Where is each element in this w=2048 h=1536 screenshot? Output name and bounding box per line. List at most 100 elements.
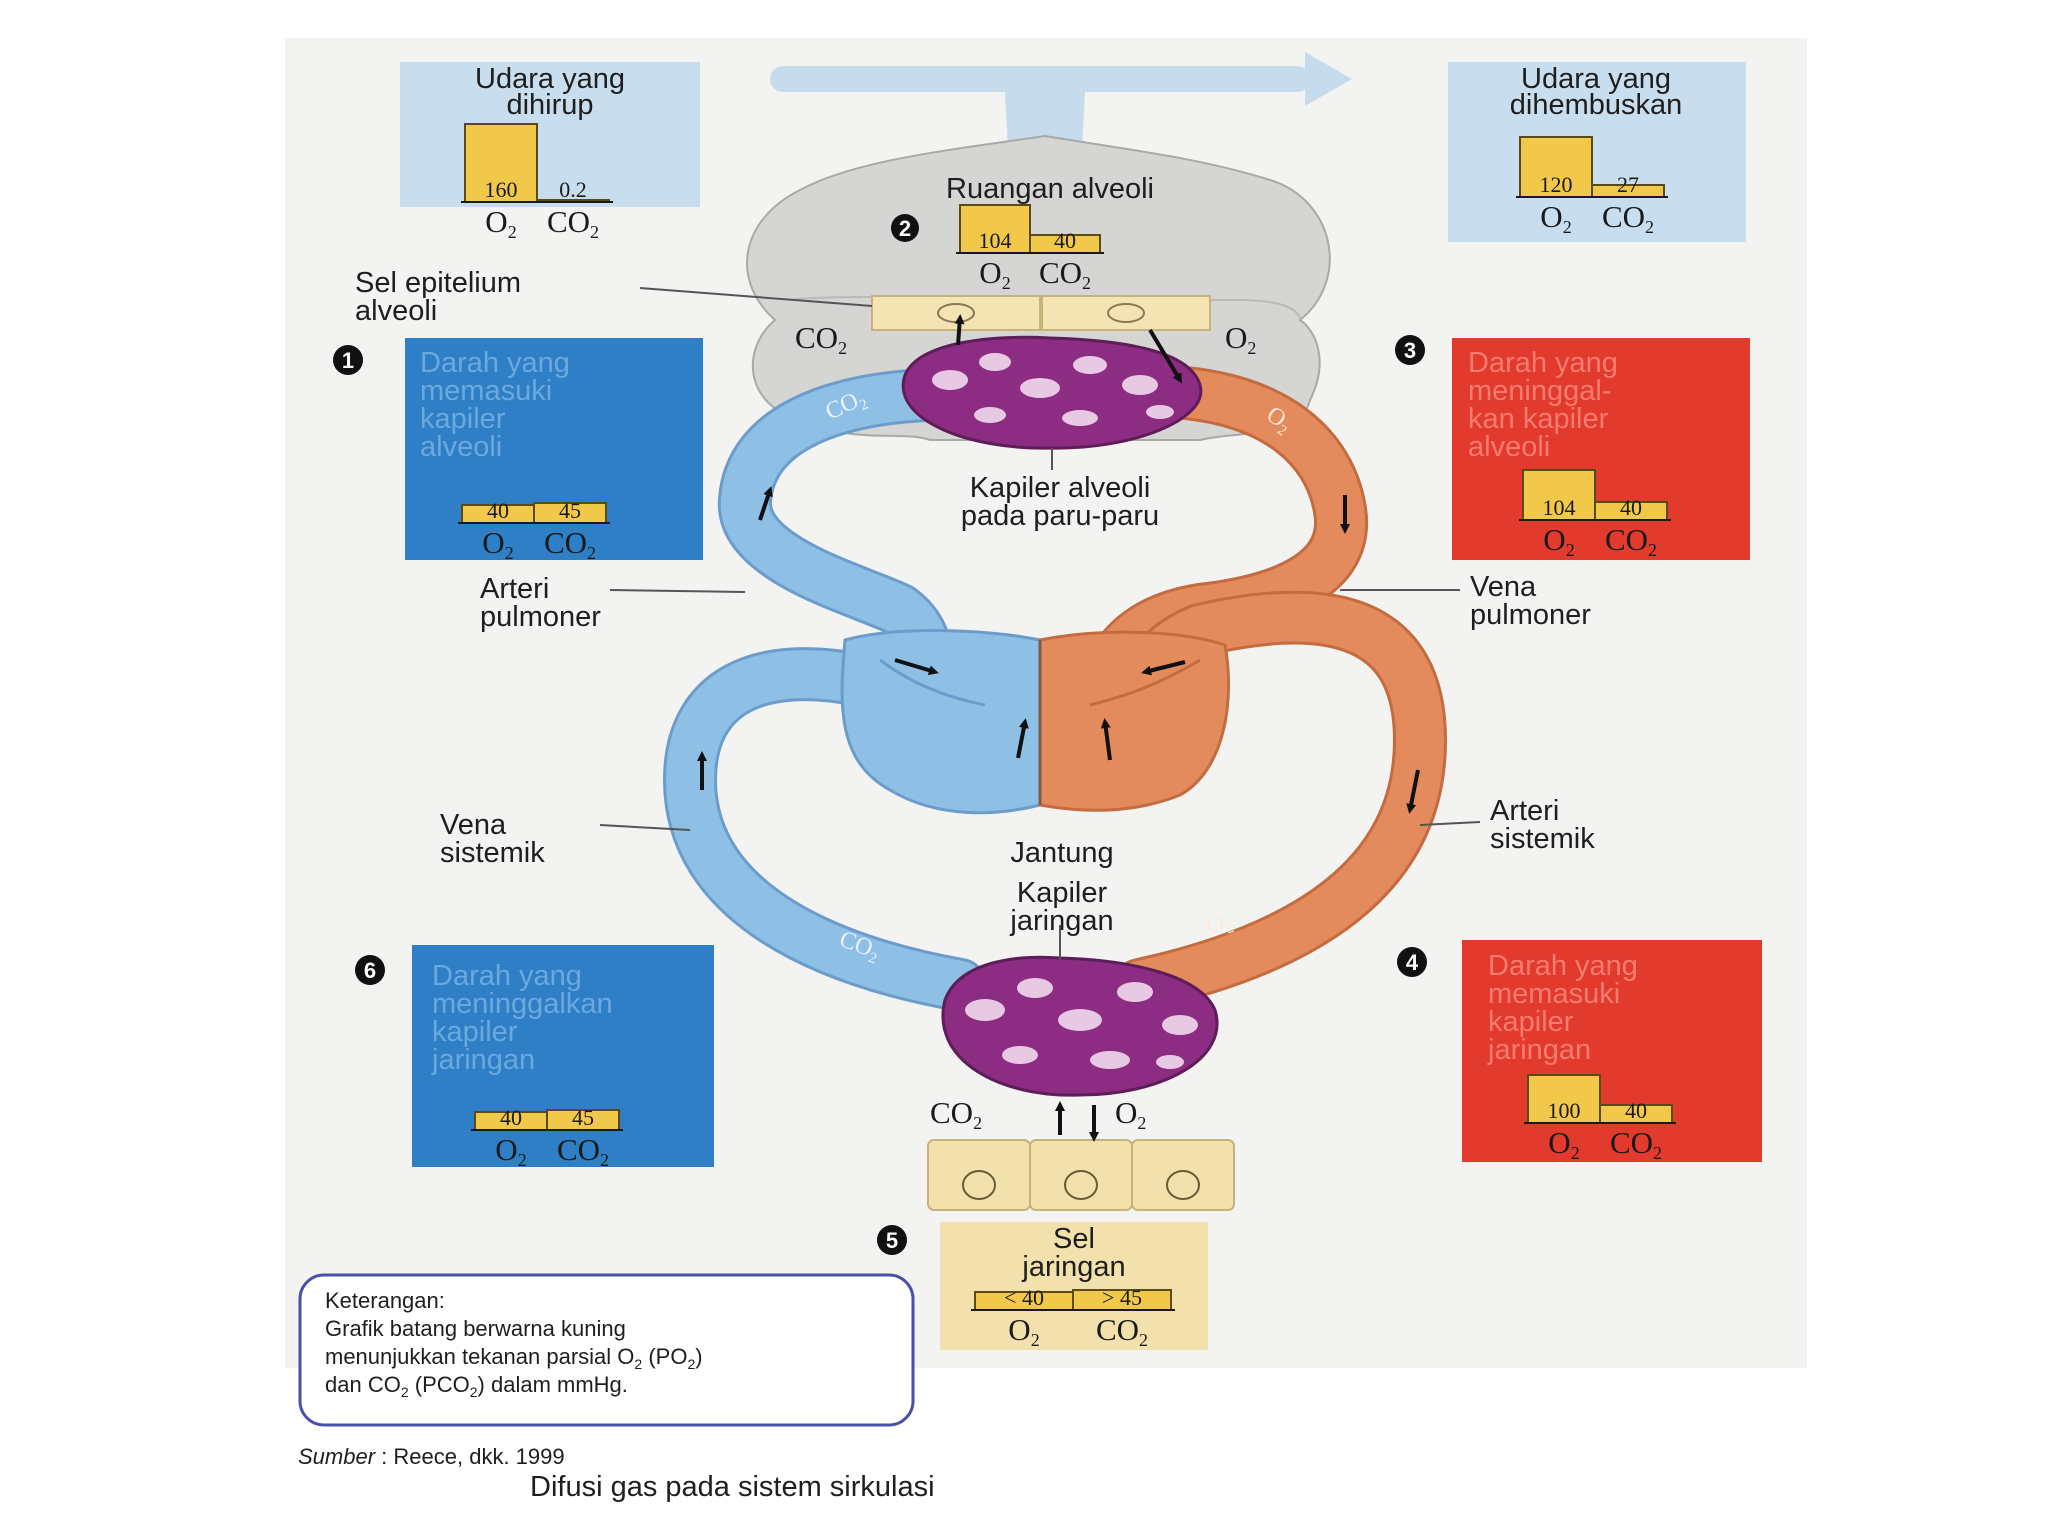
epithelium-label-1: Sel epitelium — [355, 267, 521, 299]
flow-arrows — [697, 314, 1420, 1142]
step-5-number: 5 — [886, 1228, 898, 1253]
step6-line-3: kapiler — [432, 1016, 518, 1048]
inhaled-o2-value: 160 — [485, 177, 518, 202]
step3-line-1: Darah yang — [1468, 347, 1618, 379]
step3-co2-label: CO2 — [1605, 522, 1657, 560]
epithelium-cells — [871, 295, 1211, 331]
structure-labels: Kapiler alveoli pada paru-paru Arteri pu… — [440, 472, 1595, 937]
inhaled-o2-bar — [464, 123, 538, 203]
step-5-badge — [877, 1225, 907, 1255]
step6-line-4: jaringan — [431, 1044, 535, 1076]
heart — [840, 629, 1231, 815]
label-arteri-pulmoner-1: Arteri — [480, 573, 549, 605]
alveolar-space-title: Ruangan alveoli — [946, 173, 1154, 205]
epithelium-label-2: alveoli — [355, 295, 437, 327]
step-1-badge — [333, 345, 363, 375]
step6-co2-label: CO2 — [557, 1132, 609, 1170]
step3-line-4: alveoli — [1468, 431, 1550, 463]
step-5-title-1: Sel — [1053, 1223, 1095, 1255]
step4-line-2: memasuki — [1488, 978, 1620, 1010]
step3-line-2: meninggal- — [1468, 375, 1611, 407]
step1-co2-value: 45 — [559, 498, 581, 523]
step-6-box: 6 Darah yangmeninggalkankapilerjaringan … — [355, 945, 714, 1170]
step6-o2-value: 40 — [500, 1105, 522, 1130]
inhaled-title-1: Udara yang — [475, 63, 625, 95]
exhaled-title-1: Udara yang — [1521, 63, 1671, 95]
step1-line-3: kapiler — [420, 403, 506, 435]
label-kapiler-jaringan-2: jaringan — [1009, 905, 1113, 937]
step3-line-3: kan kapiler — [1468, 403, 1609, 435]
step4-co2-value: 40 — [1625, 1098, 1647, 1123]
exhaled-co2-label: CO2 — [1602, 199, 1654, 237]
caption: Difusi gas pada sistem sirkulasi — [530, 1471, 935, 1503]
airflow-arrow — [770, 52, 1352, 150]
step5-co2-value: > 45 — [1102, 1285, 1142, 1310]
exhaled-o2-label: O2 — [1540, 199, 1571, 237]
step1-co2-label: CO2 — [544, 525, 596, 563]
label-vena-pulmoner-2: pulmoner — [1470, 599, 1591, 631]
tissue-cells — [927, 1139, 1235, 1211]
step4-o2-value: 100 — [1548, 1098, 1581, 1123]
step4-line-4: jaringan — [1487, 1034, 1591, 1066]
label-arteri-sistemik-2: sistemik — [1490, 823, 1595, 855]
alveolar_space-o2-label: O2 — [979, 255, 1010, 293]
step6-co2-value: 45 — [572, 1105, 594, 1130]
legend-box: Keterangan: Grafik batang berwarna kunin… — [298, 1273, 915, 1427]
step-5-title-2: jaringan — [1021, 1251, 1125, 1283]
step3-o2-value: 104 — [1543, 495, 1576, 520]
step1-o2-label: O2 — [482, 525, 513, 563]
label-kapiler-alveoli-2: pada paru-paru — [961, 500, 1159, 532]
step3-co2-value: 40 — [1620, 495, 1642, 520]
step4-o2-bar — [1527, 1074, 1601, 1124]
step5-co2-label: CO2 — [1096, 1312, 1148, 1350]
step-3-number: 3 — [1404, 338, 1416, 363]
label-arteri-sistemik-1: Arteri — [1490, 795, 1559, 827]
step1-line-1: Darah yang — [420, 347, 570, 379]
legend-line-3: menunjukkan tekanan parsial O2 (PO2) — [325, 1344, 703, 1372]
label-kapiler-alveoli-1: Kapiler alveoli — [970, 472, 1151, 504]
step-4-badge — [1397, 947, 1427, 977]
heart-left-side — [1038, 630, 1231, 812]
label-jantung: Jantung — [1010, 837, 1113, 869]
step5-o2-value: < 40 — [1004, 1285, 1044, 1310]
step6-line-2: meninggalkan — [432, 988, 613, 1020]
step4-o2-label: O2 — [1548, 1125, 1579, 1163]
leader-lines — [599, 287, 1481, 960]
step-3-badge — [1395, 335, 1425, 365]
alveolar_space-co2-value: 40 — [1054, 228, 1076, 253]
inhaled-co2-label: CO2 — [547, 204, 599, 242]
step3-o2-label: O2 — [1543, 522, 1574, 560]
alveolar_space-o2-value: 104 — [979, 228, 1012, 253]
step1-line-2: memasuki — [420, 375, 552, 407]
step-2-badge — [891, 214, 919, 242]
tissue-capillary — [941, 955, 1219, 1097]
alveolar-capillary — [901, 335, 1203, 450]
alveolar_space-co2-label: CO2 — [1039, 255, 1091, 293]
step-6-badge — [355, 955, 385, 985]
step6-o2-label: O2 — [495, 1132, 526, 1170]
step-2-number: 2 — [899, 216, 911, 241]
step4-line-3: kapiler — [1488, 1006, 1574, 1038]
step4-co2-label: CO2 — [1610, 1125, 1662, 1163]
label-kapiler-jaringan-1: Kapiler — [1017, 877, 1108, 909]
inhaled-co2-value: 0.2 — [559, 177, 587, 202]
inhaled-o2-label: O2 — [485, 204, 516, 242]
label-vena-sistemik-2: sistemik — [440, 837, 545, 869]
